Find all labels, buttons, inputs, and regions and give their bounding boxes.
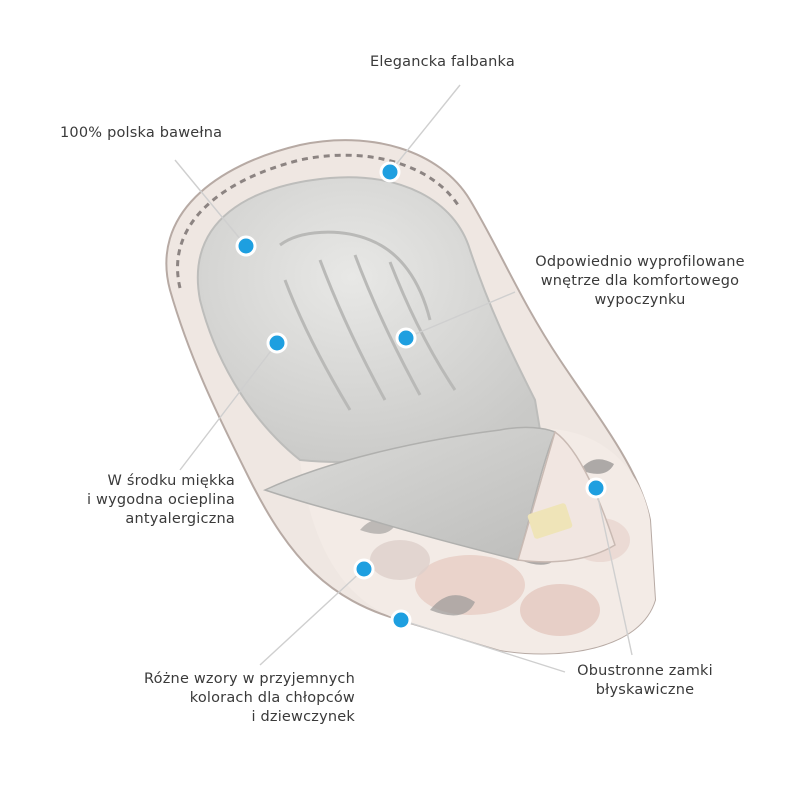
callout-dots — [235, 161, 607, 631]
brand-tag — [527, 503, 573, 539]
callout-interior: Odpowiednio wyprofilowane wnętrze dla ko… — [515, 253, 765, 310]
callout-filling-line-3: antyalergiczna — [125, 511, 235, 527]
callout-filling: W środku miękka i wygodna ocieplina anty… — [30, 472, 235, 529]
callout-patterns-line-2: kolorach dla chłopców — [189, 690, 355, 706]
callout-interior-line-1: Odpowiednio wyprofilowane — [535, 254, 745, 270]
callout-dot-patterns-2 — [390, 609, 412, 631]
callout-filling-line-1: W środku miękka — [107, 473, 235, 489]
quilted-pad — [196, 176, 542, 463]
callout-patterns-line-3: i dziewczynek — [251, 709, 355, 725]
callout-dot-interior — [395, 327, 417, 349]
callout-dot-ruffle — [379, 161, 401, 183]
callout-cotton: 100% polska bawełna — [60, 124, 222, 143]
callout-dot-filling — [266, 332, 288, 354]
callout-dot-patterns — [353, 558, 375, 580]
callout-patterns-line-1: Różne wzory w przyjemnych — [144, 671, 355, 687]
callout-ruffle: Elegancka falbanka — [370, 53, 515, 72]
leader-lines — [174, 84, 633, 673]
callout-zippers-line-1: Obustronne zamki — [577, 663, 713, 679]
callout-interior-line-2: wnętrze dla komfortowego — [540, 273, 740, 289]
callout-zippers-line-2: błyskawiczne — [595, 682, 695, 698]
callout-filling-line-2: i wygodna ocieplina — [87, 492, 235, 508]
callout-cotton-line-1: 100% polska bawełna — [60, 125, 223, 141]
callout-zippers: Obustronne zamki błyskawiczne — [560, 662, 730, 700]
callout-dot-cotton — [235, 235, 257, 257]
callout-ruffle-line-1: Elegancka falbanka — [370, 54, 515, 70]
callout-interior-line-3: wypoczynku — [594, 292, 686, 308]
folded-flap — [262, 426, 616, 563]
callout-patterns: Różne wzory w przyjemnych kolorach dla c… — [95, 670, 355, 727]
callout-dot-zipper — [585, 477, 607, 499]
